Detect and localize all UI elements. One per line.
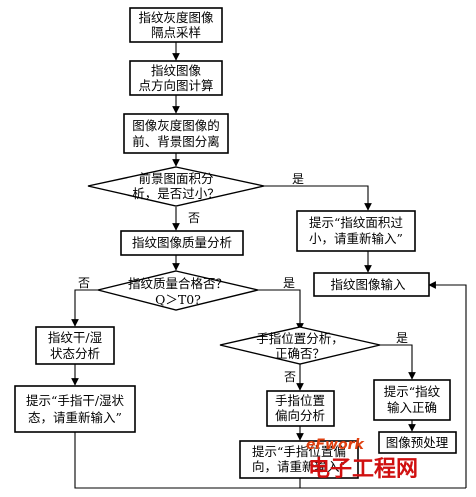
label-d2-no: 否 [78, 276, 90, 290]
watermark-site-text: 电子工程网 [308, 457, 418, 482]
edge-d1-yes [264, 185, 372, 211]
node-dry-wet-analysis: 指纹干/湿 状态分析 [35, 326, 115, 365]
node-segmentation-line-1: 图像灰度图像的 [132, 118, 220, 133]
label-d3-no: 否 [284, 370, 296, 384]
decision-area-line-2: 析，是否过小？ [132, 186, 220, 201]
decision-area-line-1: 前景图面积分 [138, 171, 213, 186]
node-segmentation-line-2: 前、背景图分离 [132, 134, 220, 149]
connectors [71, 42, 467, 489]
prompt-position: 提示“手指位置偏 向，请重新输入” [239, 440, 359, 479]
edge-p2-return [74, 432, 466, 489]
decision-position-line-2: 正确否？ [275, 346, 325, 361]
watermark-logo: eFwork [306, 437, 366, 453]
node-preprocessing-label: 图像预处理 [386, 435, 449, 450]
label-d1-yes: 是 [292, 172, 304, 186]
prompt-dry-wet: 提示“手指干/湿状 态，请重新输入” [14, 385, 136, 433]
decision-position-line-1: 手指位置分析， [256, 331, 344, 346]
branch-labels: 是 否 否 是 是 否 [78, 172, 408, 384]
prompt-dry-wet-line-2: 态，请重新输入” [28, 410, 122, 425]
node-fingerprint-input: 指纹图像输入 [313, 272, 430, 297]
edge-d2-yes [258, 289, 304, 331]
prompt-dry-wet-line-1: 提示“手指干/湿状 [26, 393, 125, 408]
node-position-deviation-line-1: 手指位置 [275, 393, 325, 408]
prompt-position-line-1: 提示“手指位置偏 [252, 444, 346, 459]
node-sampling: 指纹灰度图像 隔点采样 [129, 7, 223, 43]
nodes: 指纹灰度图像 隔点采样 指纹图像 点方向图计算 图像灰度图像的 前、背景图分离 … [14, 7, 457, 479]
node-orientation-line-1: 指纹图像 [151, 63, 202, 78]
label-d1-no: 否 [188, 211, 200, 225]
prompt-area-too-small: 提示“指纹面积过 小，请重新输入” [296, 210, 416, 252]
prompt-input-correct-line-2: 输入正确 [387, 400, 437, 415]
prompt-input-correct: 提示“指纹 输入正确 [373, 379, 451, 421]
decision-quality: 指纹质量合格否？ Q＞T0? [97, 270, 259, 311]
prompt-input-correct-line-1: 提示“指纹 [384, 384, 441, 399]
prompt-area-line-2: 小，请重新输入” [309, 231, 403, 246]
prompt-position-line-2: 向，请重新输入” [252, 459, 346, 474]
label-d2-yes: 是 [283, 276, 295, 290]
edge-return-to-input [428, 281, 467, 488]
node-orientation: 指纹图像 点方向图计算 [129, 60, 223, 96]
node-quality-analysis: 指纹图像质量分析 [120, 230, 244, 256]
decision-position: 手指位置分析， 正确否？ [219, 326, 381, 365]
node-position-deviation-line-2: 偏向分析 [275, 408, 325, 423]
node-position-deviation: 手指位置 偏向分析 [266, 390, 335, 427]
decision-quality-line-1: 指纹质量合格否？ [128, 276, 228, 291]
decision-quality-line-2: Q＞T0? [155, 292, 201, 307]
node-orientation-line-2: 点方向图计算 [138, 78, 213, 93]
label-d3-yes: 是 [396, 331, 408, 345]
edge-d2-no [71, 289, 98, 327]
node-sampling-line-2: 隔点采样 [151, 25, 201, 40]
node-fingerprint-input-label: 指纹图像输入 [330, 277, 406, 292]
edge-d3-yes [380, 344, 416, 380]
node-quality-analysis-label: 指纹图像质量分析 [132, 235, 232, 250]
decision-area: 前景图面积分 析，是否过小？ [87, 166, 265, 207]
watermark: eFwork 电子工程网 [306, 437, 418, 482]
node-preprocessing: 图像预处理 [378, 431, 457, 454]
prompt-area-line-1: 提示“指纹面积过 [309, 215, 403, 230]
node-dry-wet-line-2: 状态分析 [50, 346, 100, 361]
node-sampling-line-1: 指纹灰度图像 [138, 10, 214, 25]
node-segmentation: 图像灰度图像的 前、背景图分离 [123, 113, 229, 154]
node-dry-wet-line-1: 指纹干/湿 [48, 330, 102, 345]
